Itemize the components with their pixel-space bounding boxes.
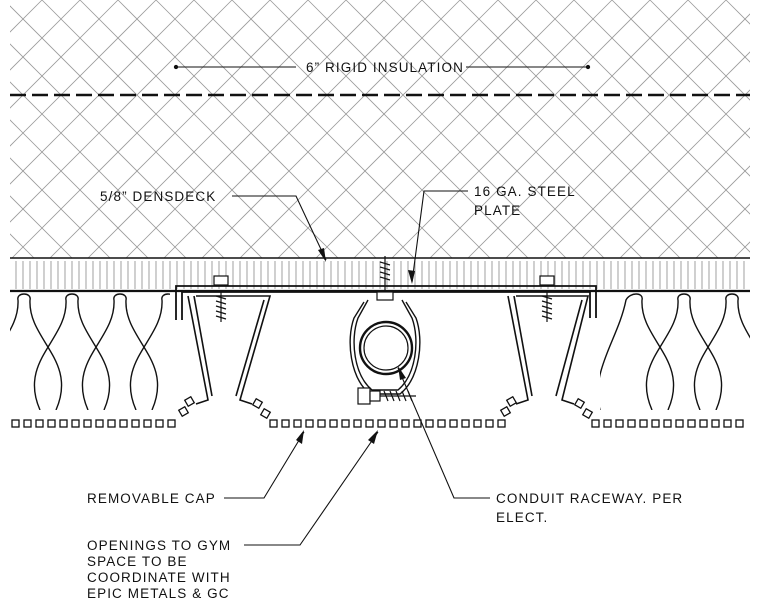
steel-plate-label-line2: PLATE bbox=[474, 203, 521, 218]
batt-insulation-right bbox=[600, 293, 750, 410]
leader-lines bbox=[173, 64, 591, 546]
conduit-label-line2: ELECT. bbox=[496, 510, 548, 525]
rigid-insulation-hatch bbox=[10, 0, 750, 258]
openings-label-line2: SPACE TO BE bbox=[87, 554, 188, 569]
conduit-raceway bbox=[358, 320, 414, 376]
batt-insulation-left bbox=[10, 293, 170, 410]
deck-flute-left bbox=[187, 295, 272, 405]
openings-label-line1: OPENINGS TO GYM bbox=[87, 538, 231, 553]
steel-plate bbox=[175, 285, 597, 320]
removable-cap bbox=[11, 395, 744, 428]
screw-left bbox=[213, 275, 229, 322]
bolt-top bbox=[376, 256, 394, 301]
strap-bolt bbox=[357, 387, 416, 405]
rigid-insulation-label: 6” RIGID INSULATION bbox=[306, 60, 464, 75]
leader-arrowheads bbox=[296, 248, 415, 444]
removable-cap-label: REMOVABLE CAP bbox=[87, 491, 216, 506]
steel-plate-label-line1: 16 GA. STEEL bbox=[474, 184, 576, 199]
densdeck-label: 5/8” DENSDECK bbox=[100, 189, 216, 204]
openings-label-line4: EPIC METALS & GC bbox=[87, 586, 230, 601]
screw-right bbox=[539, 275, 555, 322]
openings-label-line3: COORDINATE WITH bbox=[87, 570, 231, 585]
deck-flute-right bbox=[507, 295, 590, 405]
conduit-label-line1: CONDUIT RACEWAY. PER bbox=[496, 491, 683, 506]
